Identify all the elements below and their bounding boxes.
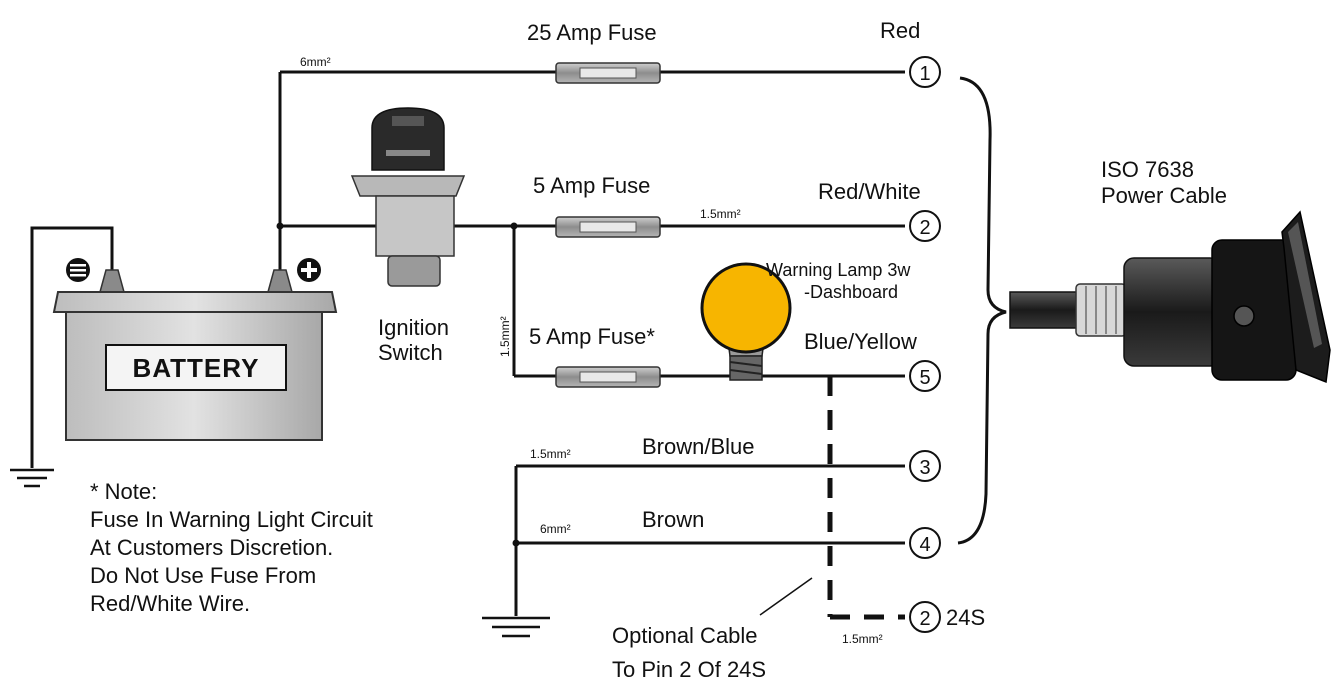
warning-lamp: Warning Lamp 3w -Dashboard bbox=[700, 260, 911, 381]
optional-cable-label-line1: Optional Cable bbox=[612, 623, 758, 648]
wire-brown-label: Brown bbox=[642, 507, 704, 532]
wire-blue-yellow-label: Blue/Yellow bbox=[804, 329, 917, 354]
negative-terminal bbox=[99, 269, 125, 293]
pin-5: 5 bbox=[909, 360, 941, 392]
ground-symbol-right bbox=[482, 616, 550, 638]
svg-text:2: 2 bbox=[919, 608, 930, 630]
gauge-brown-blue: 1.5mm² bbox=[530, 447, 571, 461]
svg-text:3: 3 bbox=[919, 457, 930, 479]
fuse-5a-warning bbox=[555, 366, 661, 388]
connector-label-line1: ISO 7638 bbox=[1101, 157, 1194, 182]
pin-3: 3 bbox=[909, 450, 941, 482]
pin-24s-suffix: 24S bbox=[946, 605, 985, 630]
pin-4: 4 bbox=[909, 527, 941, 559]
iso-connector: ISO 7638 Power Cable bbox=[1009, 157, 1331, 384]
fuse-5a-star-label: 5 Amp Fuse* bbox=[529, 324, 655, 349]
note-line-2: At Customers Discretion. bbox=[90, 535, 333, 560]
cable-icon bbox=[1009, 291, 1087, 329]
fuse-5a-red-white bbox=[555, 216, 661, 238]
fuse-25a bbox=[555, 62, 661, 84]
gauge-red-white: 1.5mm² bbox=[700, 207, 741, 221]
ignition-label-line1: Ignition bbox=[378, 315, 449, 340]
pin-2: 2 bbox=[909, 210, 941, 242]
note-line-1: Fuse In Warning Light Circuit bbox=[90, 507, 373, 532]
ground-symbol-left bbox=[10, 468, 54, 488]
wire-red-label: Red bbox=[880, 18, 920, 43]
fuse-25a-label: 25 Amp Fuse bbox=[527, 20, 657, 45]
lamp-label-line2: -Dashboard bbox=[804, 282, 898, 302]
note-line-3: Do Not Use Fuse From bbox=[90, 563, 316, 588]
svg-text:4: 4 bbox=[919, 534, 930, 556]
gauge-24s: 1.5mm² bbox=[842, 632, 883, 646]
note-line-4: Red/White Wire. bbox=[90, 591, 250, 616]
plus-icon bbox=[297, 258, 321, 282]
svg-text:2: 2 bbox=[919, 217, 930, 239]
negative-wire bbox=[30, 226, 114, 468]
gauge-brown: 6mm² bbox=[540, 522, 571, 536]
svg-text:5: 5 bbox=[919, 367, 930, 389]
ignition-label-line2: Switch bbox=[378, 340, 443, 365]
battery-label: BATTERY bbox=[133, 353, 260, 383]
gauge-blue-yellow: 1.5mm² bbox=[498, 316, 512, 357]
pin-2-24s: 2 bbox=[909, 601, 941, 633]
connector-label-line2: Power Cable bbox=[1101, 183, 1227, 208]
gauge-red: 6mm² bbox=[300, 55, 331, 69]
wire-red-white-label: Red/White bbox=[818, 179, 921, 204]
ignition-switch: Ignition Switch bbox=[350, 107, 466, 365]
fuse-5a-label: 5 Amp Fuse bbox=[533, 173, 650, 198]
battery: BATTERY bbox=[52, 258, 338, 441]
wire-brown-blue-label: Brown/Blue bbox=[642, 434, 755, 459]
lamp-label-line1: Warning Lamp 3w bbox=[766, 260, 911, 280]
minus-icon bbox=[66, 258, 90, 282]
pin-1: 1 bbox=[909, 56, 941, 88]
lamp-bulb-icon bbox=[700, 262, 792, 354]
optional-cable-label-line2: To Pin 2 Of 24S bbox=[612, 657, 766, 682]
note-block: * Note: Fuse In Warning Light Circuit At… bbox=[90, 479, 373, 616]
positive-terminal bbox=[267, 269, 293, 293]
svg-text:1: 1 bbox=[919, 63, 930, 85]
group-brace bbox=[957, 76, 1007, 545]
note-title: * Note: bbox=[90, 479, 157, 504]
